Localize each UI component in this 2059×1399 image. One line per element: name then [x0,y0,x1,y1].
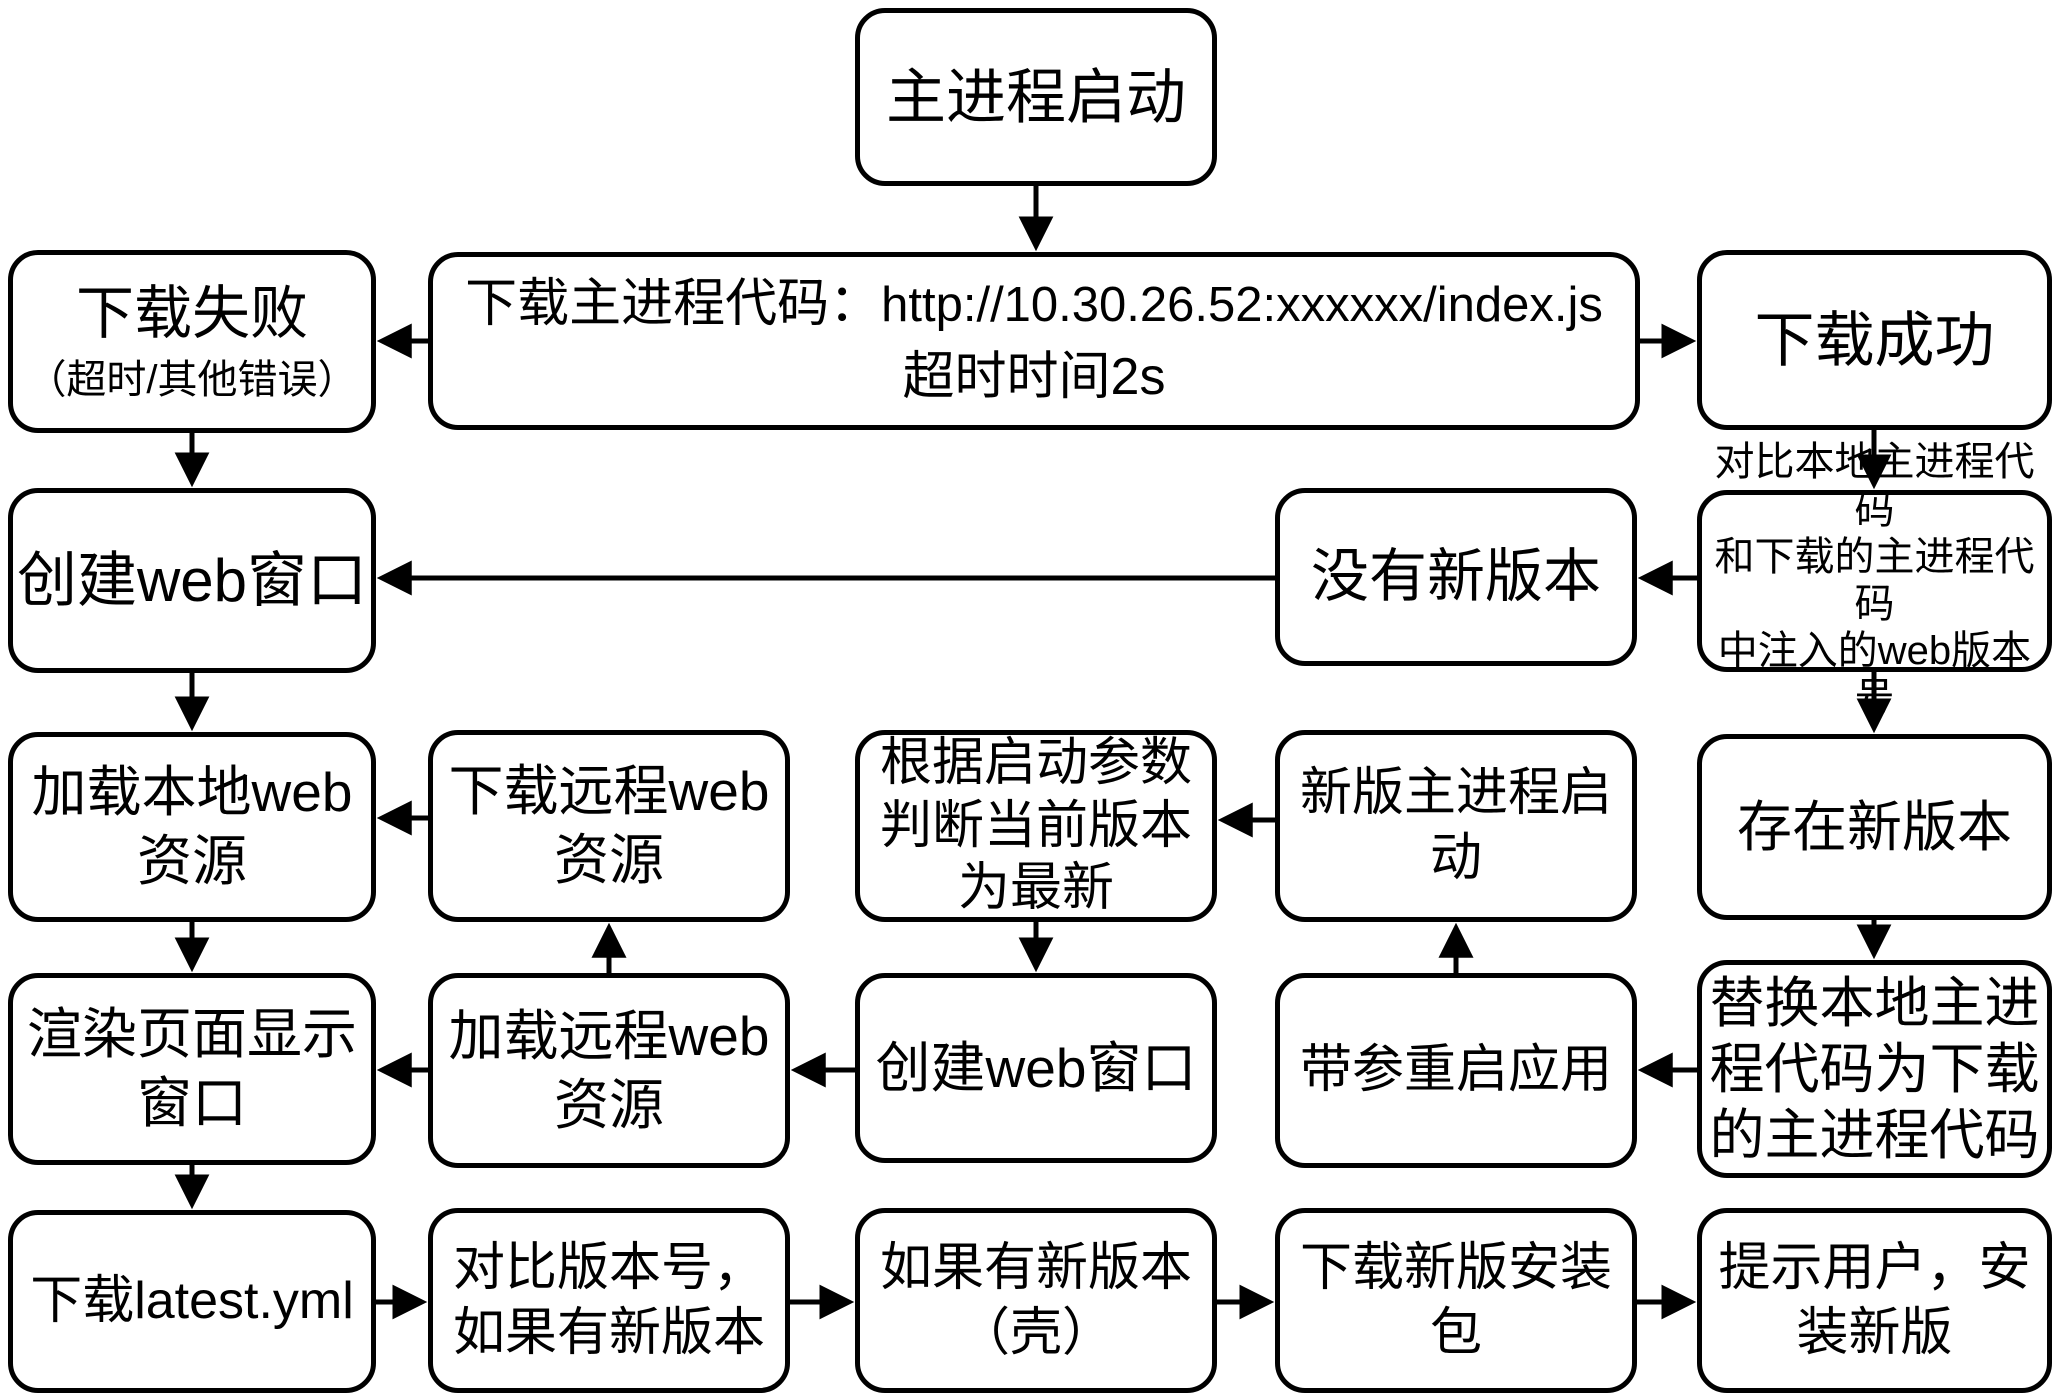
node-label: 如果有新版本（壳） [879,1238,1192,1362]
node-new-shell-version: 如果有新版本（壳） [855,1208,1217,1393]
node-judge-latest: 根据启动参数判断当前版本为最新 [855,730,1217,922]
node-label: 对比版本号，如果有新版本 [452,1238,765,1362]
node-sublabel: （超时/其他错误） [26,357,358,402]
node-label: 替换本地主进程代码为下载的主进程代码 [1709,972,2040,1166]
download-main-prefix: 下载主进程代码： [465,275,882,333]
node-label: 下载latest.yml [30,1272,354,1330]
node-new-main-start: 新版主进程启动 [1275,730,1637,922]
node-create-web-window-2: 创建web窗口 [855,973,1217,1163]
node-label: 下载主进程代码： http://10.30.26.52:xxxxxx/index… [465,272,1603,337]
node-download-installer: 下载新版安装包 [1275,1208,1637,1393]
node-label: 根据启动参数判断当前版本为最新 [879,734,1192,918]
node-compare-version-number: 对比版本号，如果有新版本 [428,1208,790,1393]
node-create-web-window-1: 创建web窗口 [8,488,376,673]
node-download-latest-yml: 下载latest.yml [8,1210,376,1393]
node-has-new-version: 存在新版本 [1697,734,2052,920]
node-label: 渲染页面显示窗口 [26,1003,357,1134]
node-label: 下载新版安装包 [1299,1238,1612,1362]
node-download-success: 下载成功 [1697,250,2052,430]
node-label: 创建web窗口 [16,547,368,614]
node-label: 对比本地主进程代码和下载的主进程代码中注入的web版本号 [1714,440,2035,721]
node-restart-with-args: 带参重启应用 [1275,973,1637,1168]
node-prompt-install: 提示用户，安装新版 [1697,1208,2052,1393]
node-render-page: 渲染页面显示窗口 [8,973,376,1165]
node-no-new-version: 没有新版本 [1275,488,1637,666]
node-label: 存在新版本 [1736,795,2012,858]
node-label: 下载成功 [1754,306,1995,374]
node-label: 新版主进程启动 [1299,764,1612,887]
node-sublabel: 超时时间2s [902,348,1166,406]
download-main-url: http://10.30.26.52:xxxxxx/index.js [881,278,1603,332]
node-label: 带参重启应用 [1299,1041,1612,1099]
node-label: 提示用户，安装新版 [1718,1238,2031,1362]
node-start: 主进程启动 [855,8,1217,186]
node-compare-version: 对比本地主进程代码和下载的主进程代码中注入的web版本号 [1697,440,2052,720]
node-label: 主进程启动 [886,63,1186,131]
node-download-main: 下载主进程代码： http://10.30.26.52:xxxxxx/index… [428,252,1640,430]
node-label: 创建web窗口 [875,1036,1197,1099]
node-download-fail: 下载失败 （超时/其他错误） [8,250,376,433]
node-replace-local-code: 替换本地主进程代码为下载的主进程代码 [1697,960,2052,1178]
node-label: 下载失败 [75,281,308,347]
node-label: 没有新版本 [1310,543,1601,609]
